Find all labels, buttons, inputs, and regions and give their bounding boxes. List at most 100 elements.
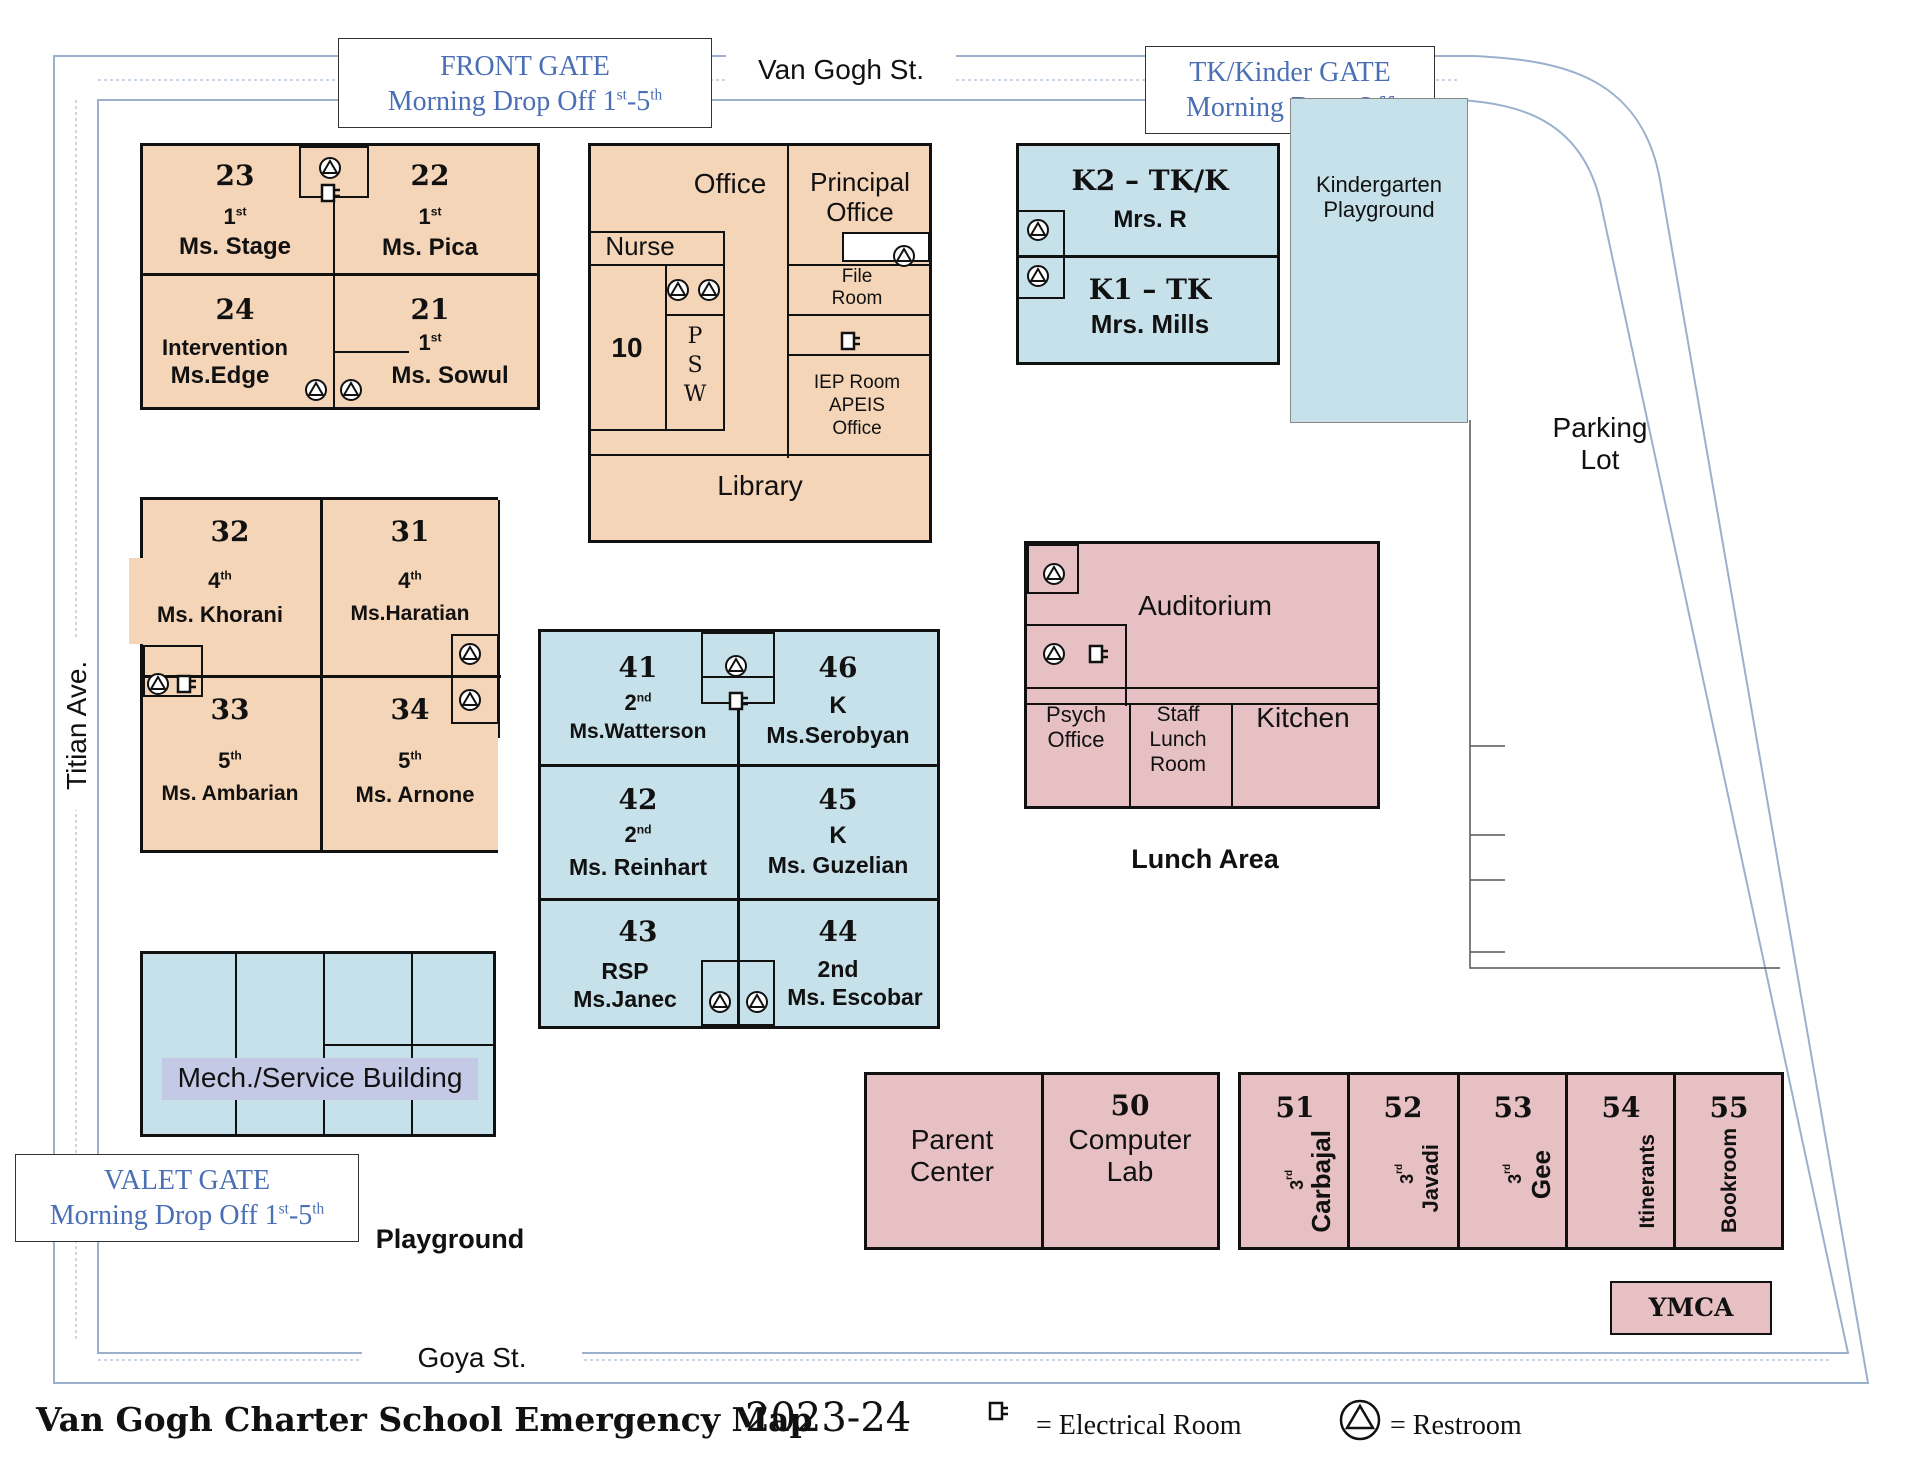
electrical-room (787, 314, 932, 356)
kinder-building (1016, 143, 1280, 365)
staff-lunch-room-label: Staff Lunch Room (1149, 703, 1207, 777)
d3 (1565, 1075, 1568, 1247)
room-31-teacher: Ms.Haratian (350, 602, 470, 625)
room-21-number: 21 (410, 293, 450, 326)
restroom-bottom (701, 960, 775, 1026)
lunch-area-label: Lunch Area (1131, 844, 1279, 874)
room-34-number: 34 (390, 693, 430, 726)
library-label: Library (717, 470, 803, 501)
kindergarten-playground (1290, 98, 1468, 423)
room-42-teacher: Ms. Reinhart (568, 854, 708, 880)
front-gate-dropoff: Morning Drop Off 1st-5th (387, 86, 663, 117)
room-42-grade: 2nd (624, 822, 652, 847)
d4 (323, 1044, 493, 1046)
legend-restroom-label: = Restroom (1390, 1410, 1522, 1441)
room-24-grade: Intervention (162, 335, 288, 360)
divider-h2 (541, 898, 937, 901)
ymca-building: YMCA (1610, 1281, 1772, 1335)
playground-label: Playground (375, 1224, 525, 1254)
bump (129, 558, 143, 644)
room-31-number: 31 (390, 515, 430, 548)
library-divider (591, 454, 932, 456)
room-22-number: 22 (410, 159, 450, 192)
parking-lot-label: Parking Lot (1552, 412, 1648, 476)
k1-room-name: K1 – TK (1088, 273, 1212, 306)
room-53-number: 53 (1493, 1091, 1533, 1124)
building-31-34 (129, 497, 501, 853)
building-21-24 (140, 143, 540, 410)
room-32-number: 32 (210, 515, 250, 548)
divider-h (143, 675, 501, 678)
d1 (1347, 1075, 1350, 1247)
room-21-teacher: Ms. Sowul (391, 362, 509, 389)
divider-v (737, 632, 740, 1026)
front-gate-label: FRONT GATE Morning Drop Off 1st-5th (338, 38, 712, 128)
room-55-number: 55 (1709, 1091, 1749, 1124)
kindergarten-playground-label: Kindergarten Playground (1316, 172, 1442, 223)
map-year: 2023-24 (745, 1395, 912, 1441)
room-44-number: 44 (818, 915, 858, 948)
street-van-gogh: Van Gogh St. (726, 54, 956, 96)
psw-room (665, 264, 725, 431)
nurse-label: Nurse (605, 231, 675, 261)
divider-psych (1129, 703, 1131, 806)
office-building (588, 143, 932, 543)
room-34-grade: 5th (398, 748, 422, 773)
principal-office-label: Principal Office (810, 167, 910, 227)
room-50-number: 50 (1110, 1089, 1150, 1122)
room-42-number: 42 (618, 783, 658, 816)
room-43-number: 43 (618, 915, 658, 948)
valet-gate-dropoff: Morning Drop Off 1st-5th (49, 1200, 325, 1231)
k2-restroom (1019, 210, 1065, 255)
parent-center-label: Parent Center (909, 1124, 995, 1188)
d2 (1457, 1075, 1460, 1247)
auditorium-building (1024, 541, 1380, 809)
room-41-teacher: Ms.Watterson (569, 720, 707, 743)
restroom-nook (1027, 544, 1079, 594)
street-goya: Goya St. (362, 1342, 582, 1382)
nurse-divider (591, 264, 725, 266)
room-24-number: 24 (215, 293, 255, 326)
room-46-teacher: Ms.Serobyan (766, 722, 910, 748)
room-45-number: 45 (818, 783, 858, 816)
room-46-grade: K (829, 692, 847, 719)
mech-label-bg (162, 1058, 478, 1100)
room-10-number: 10 (611, 332, 643, 363)
room-23 (143, 146, 335, 276)
restroom-block-bottom (335, 351, 409, 407)
restroom-icons (147, 157, 1065, 1013)
room-46-number: 46 (818, 651, 858, 684)
k2-teacher: Mrs. R (1113, 206, 1187, 233)
room-45-teacher: Ms. Guzelian (767, 852, 909, 878)
right-edge (498, 500, 501, 738)
mech-service-building (140, 951, 496, 1137)
office-restroom-nook (842, 232, 930, 262)
divider-staff (1231, 703, 1233, 806)
k1-teacher: Mrs. Mills (1090, 309, 1210, 339)
room-34-teacher: Ms. Arnone (355, 782, 475, 807)
room-41-grade: 2nd (624, 690, 652, 715)
room-22 (333, 146, 537, 276)
room-52-number: 52 (1383, 1091, 1423, 1124)
room-22-teacher: Ms. Pica (381, 234, 479, 261)
room-44-grade: 2nd (817, 956, 859, 982)
mech-service-label: Mech./Service Building (177, 1062, 463, 1093)
room-22-grade: 1st (418, 204, 442, 229)
room-41-number: 41 (618, 651, 658, 684)
nurse-area (591, 231, 725, 431)
room-43-grade: RSP (601, 958, 649, 984)
room-32-grade: 4th (208, 568, 232, 593)
room-51-number: 51 (1275, 1091, 1315, 1124)
room-33-number: 33 (210, 693, 250, 726)
parking-lines (1469, 420, 1780, 969)
room-50-name: Computer Lab (1068, 1124, 1192, 1188)
divider-h1 (541, 764, 937, 767)
room-43-teacher: Ms.Janec (573, 986, 677, 1012)
room-23-number: 23 (215, 159, 255, 192)
property-boundary (53, 55, 1870, 1384)
legend-restroom-icon (1339, 1399, 1381, 1441)
divider (1041, 1075, 1044, 1247)
map-title: Van Gogh Charter School Emergency Map (36, 1400, 813, 1439)
